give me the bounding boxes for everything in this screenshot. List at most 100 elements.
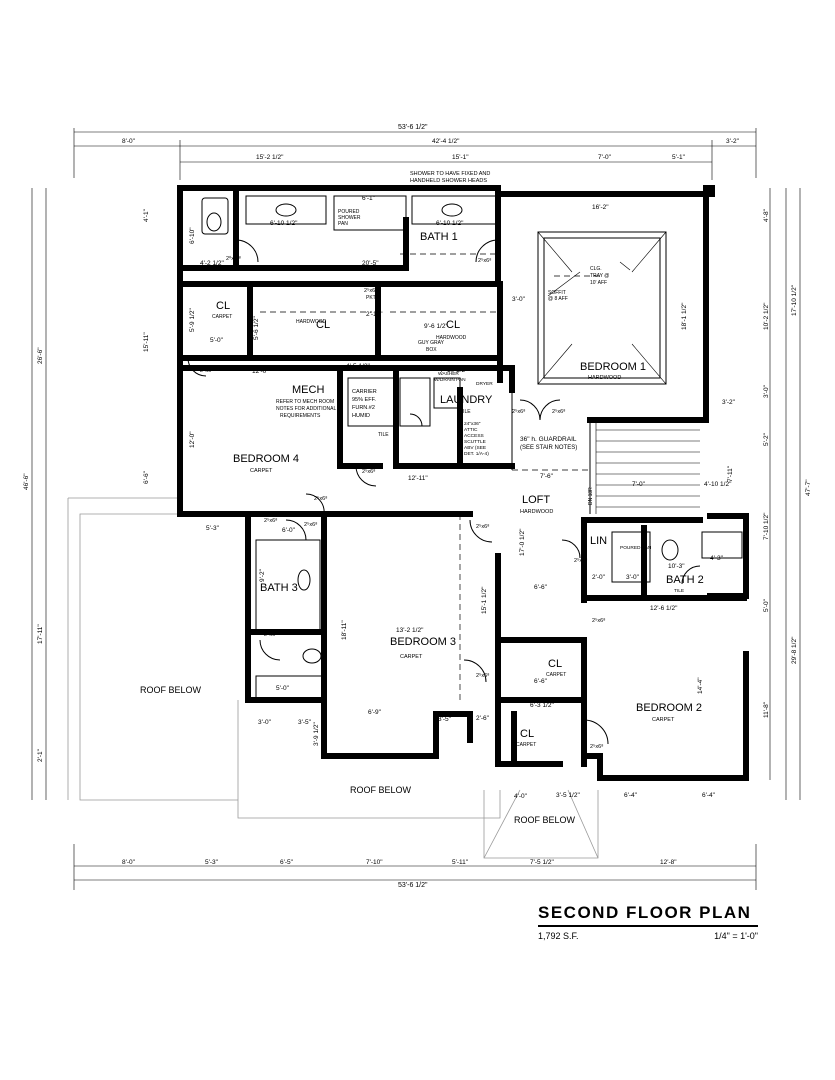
dim-bot-d: 7'-10" [366, 859, 383, 866]
sheet-title: SECOND FLOOR PLAN [538, 903, 758, 927]
dim-i-53: 5'-3" [206, 525, 220, 532]
dim-top-g: 5'-1" [672, 154, 686, 161]
note-washer-1: WASHER [438, 371, 459, 377]
dim-i-69: 6'-9" [368, 709, 382, 716]
dim-top-a: 8'-0" [122, 138, 136, 145]
dimension-text: 53'-6 1/2" 8'-0" 42'-4 1/2" 3'-2" 15'-2 … [122, 124, 740, 889]
dim-bot-a: 8'-0" [122, 859, 136, 866]
dim-i-50: 5'-0" [210, 337, 224, 344]
room-cl1: CL [216, 300, 230, 312]
note-guy-2: BOX [426, 347, 437, 353]
dim-i-40: 4'-0" [514, 793, 528, 800]
dim-i-120b: 12'-0" [189, 431, 196, 448]
note-bath2-tile: TILE [674, 588, 684, 594]
door-size-5: 2⁵x6⁸ [512, 408, 525, 415]
dashed-lines [260, 253, 604, 700]
room-cl1-floor: CARPET [212, 314, 232, 320]
room-bedroom4-floor: CARPET [250, 468, 273, 474]
dim-i-4512: 4'-5 1/2" [346, 363, 370, 370]
roof-below-label-2: ROOF BELOW [350, 785, 412, 795]
dim-right-g: 5'-2" [763, 432, 770, 446]
note-soffit-2: @ 8 AFF [548, 296, 568, 302]
room-cl2-floor: HARDWOOD [296, 319, 327, 325]
dim-right-k: 11'-8" [763, 701, 770, 718]
note-pkt: PKT. [366, 295, 377, 301]
note-carrier-1: CARRIER [352, 389, 377, 395]
stair-treads [595, 420, 700, 514]
note-carrier-2: 95% EFF. [352, 397, 376, 403]
dim-i-66: 6'-6" [534, 584, 548, 591]
note-shower-1: SHOWER TO HAVE FIXED AND [410, 171, 490, 177]
dim-i-6101: 6'-10 1/2" [270, 220, 298, 227]
room-bedroom3-floor: CARPET [400, 654, 423, 660]
door-size-8: 2⁵x6⁸ [314, 495, 327, 502]
dim-i-1261: 12'-6 1/2" [650, 605, 678, 612]
dim-top-f: 7'-0" [598, 154, 612, 161]
dim-i-1811: 18'-11" [341, 620, 348, 640]
note-soffit-1: SOFFIT [548, 290, 566, 296]
dim-i-120: 12'-0" [252, 368, 269, 375]
dim-i-30: 3'-0" [512, 296, 526, 303]
dim-i-41012: 4'-10 1/2" [704, 481, 732, 488]
dim-i-610: 6'-10" [189, 227, 196, 244]
dim-left-e: 4'-1" [143, 208, 150, 222]
room-cl4: CL [548, 658, 562, 670]
dim-i-76: 7'-6" [540, 473, 554, 480]
dim-i-15112: 15'-1 1/2" [481, 586, 488, 614]
room-cl4-floor: CARPET [546, 672, 566, 678]
room-cl5: CL [520, 728, 534, 740]
dim-bot-f: 7'-5 1/2" [530, 859, 554, 866]
room-mech: MECH [292, 384, 324, 396]
dim-i-1701: 17'-0 1/2" [519, 528, 526, 556]
dim-bot-e: 5'-11" [452, 859, 469, 866]
dim-i-205: 20'-5" [362, 260, 379, 267]
dimension-text-vertical: 26'-6" 46'-6" 17'-11" 2'-1" 4'-1" 15'-11… [23, 208, 812, 762]
note-clg-3: 10' AFF [590, 280, 607, 286]
room-laundry: LAUNDRY [440, 394, 493, 406]
door-labels: 2⁰x 6⁸ 2⁵x6⁸ 2⁵x6⁸ 2⁵x6⁸ 2⁵x6⁸ 2⁵x6⁸ 2⁵x… [200, 255, 605, 750]
dim-right-f: 3'-0" [763, 384, 770, 398]
room-lin: LIN [590, 535, 607, 547]
dim-i-3912: 3'-9 1/2" [313, 722, 320, 746]
dim-i-71012: 7'-10 1/2" [440, 367, 468, 374]
dim-i-611: 6'-1" [362, 195, 376, 202]
room-bath1: BATH 1 [420, 231, 458, 243]
dim-i-5612: 5'-6 1/2" [253, 316, 260, 340]
note-mech-1: REFER TO MECH ROOM [276, 399, 334, 405]
note-attic-3: ACCESS [464, 433, 484, 439]
note-poured-pan-2: POURED PAN [620, 545, 652, 551]
dim-right-a: 47'-7" [805, 479, 812, 496]
dim-top-d: 15'-2 1/2" [256, 154, 284, 161]
note-guy-1: GUY GRAY [418, 340, 445, 346]
dim-i-210: 2'-10" [366, 311, 383, 318]
dim-i-162: 16'-2" [592, 204, 609, 211]
floor-area: 1,792 S.F. [538, 931, 579, 941]
dim-top-total: 53'-6 1/2" [398, 124, 428, 131]
note-mech-2: NOTES FOR ADDITIONAL [276, 406, 337, 412]
door-size-14: 2⁵x6⁸ [592, 617, 605, 624]
title-block: SECOND FLOOR PLAN 1,792 S.F. 1/4" = 1'-0… [538, 903, 758, 941]
room-bedroom3: BEDROOM 3 [390, 636, 456, 648]
dim-right-j: 5'-0" [763, 598, 770, 612]
door-size-9: 2⁵x6⁸ [476, 523, 489, 530]
note-carrier-3: FURN.#2 [352, 405, 375, 411]
dim-i-32: 3'-2" [722, 399, 736, 406]
door-size-13: 2⁵x6⁸ [590, 743, 603, 750]
dim-right-h: 7'-11" [727, 465, 734, 482]
dim-i-351: 3'-5" [298, 719, 312, 726]
note-attic-5: ABV (SEE [464, 445, 486, 451]
dim-i-103: 10'-3" [668, 563, 685, 570]
note-clg-1: CLG. [590, 266, 602, 272]
note-dryer: DRYER [476, 381, 493, 387]
dim-i-4212: 4'-2 1/2" [200, 260, 224, 267]
room-labels: BATH 1 BEDROOM 1 HARDWOOD MECH LAUNDRY T… [140, 231, 704, 825]
note-clg-2: TRAY @ [590, 273, 609, 279]
dim-top-b: 42'-4 1/2" [432, 138, 460, 145]
note-dn: DN 18R [588, 487, 594, 505]
note-mech-3: REQUIREMENTS [280, 413, 321, 419]
plan-notes: SHOWER TO HAVE FIXED AND HANDHELD SHOWER… [276, 171, 684, 594]
dim-i-6102: 6'-10 1/2" [436, 220, 464, 227]
fixtures [201, 195, 743, 699]
note-carrier-4: HUMID [352, 413, 370, 419]
